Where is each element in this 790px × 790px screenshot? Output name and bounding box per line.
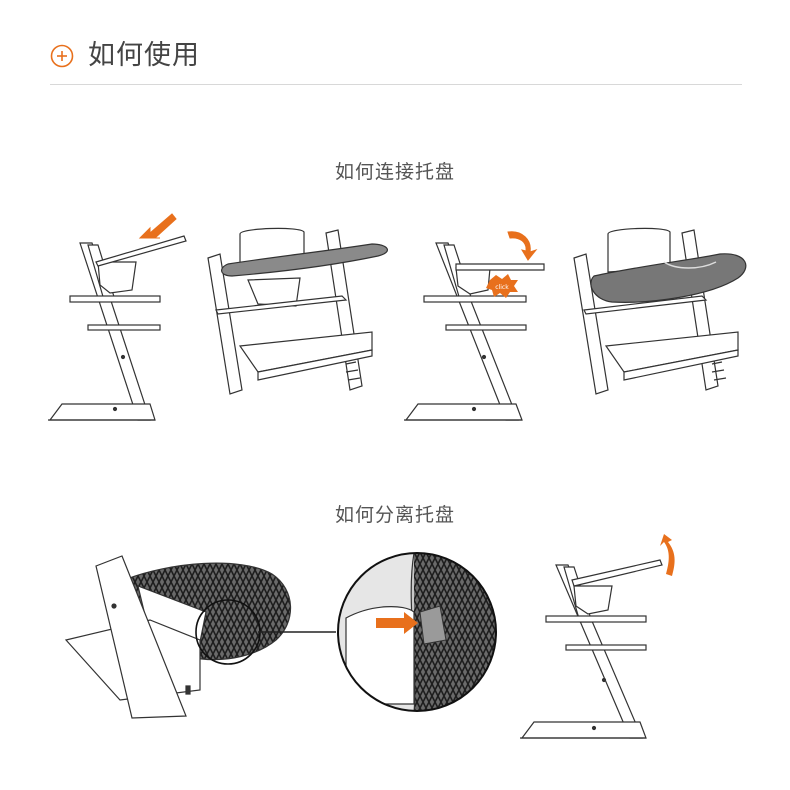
- attach-step-4: [573, 227, 739, 395]
- page-header: 如何使用: [50, 38, 742, 85]
- attach-step-3: [404, 242, 545, 421]
- attach-tray-title: 如何连接托盘: [334, 161, 455, 183]
- click-burst-icon: [486, 274, 518, 298]
- arrow-lift-icon: [660, 534, 675, 576]
- page-title: 如何使用: [88, 40, 200, 71]
- detach-step-3: [520, 559, 663, 739]
- detach-zoom-detail: [337, 552, 497, 712]
- tray-icon: [221, 243, 388, 277]
- arrow-slide-icon: [138, 213, 177, 239]
- plus-circle-icon: [50, 44, 74, 68]
- arrow-push-icon: [376, 612, 418, 634]
- arrow-rotate-icon: [507, 231, 538, 261]
- detach-tray-title: 如何分离托盘: [334, 504, 455, 526]
- click-label: click: [495, 284, 509, 291]
- attach-step-1: [48, 235, 187, 421]
- detach-step-1: [64, 555, 292, 719]
